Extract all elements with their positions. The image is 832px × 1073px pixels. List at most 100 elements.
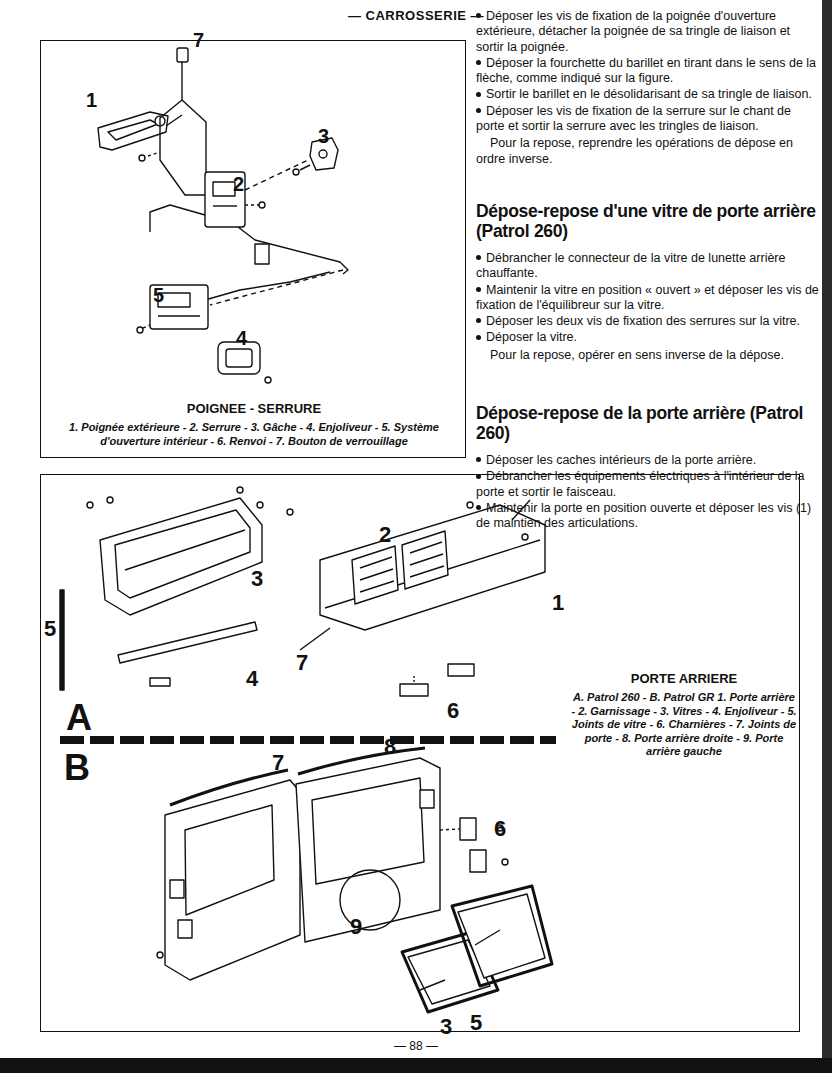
body-text: Déposer la fourchette du barillet en tir… [476, 56, 816, 85]
drawing-part [480, 736, 504, 744]
drawing-part [470, 850, 486, 872]
drawing-part [148, 152, 160, 156]
drawing-part [450, 736, 474, 744]
page-title: — CARROSSERIE — [0, 8, 832, 23]
drawing-part [150, 205, 205, 232]
drawing-part [440, 829, 460, 830]
callout-number: A [66, 700, 92, 736]
drawing-part [180, 736, 204, 744]
drawing-part [300, 165, 310, 170]
drawing-part [522, 534, 528, 540]
body-text: Pour la repose, opérer en sens inverse d… [490, 348, 784, 362]
drawing-part [352, 546, 398, 604]
bullet [476, 505, 481, 510]
rear-doors-drawing [157, 748, 552, 1012]
bullet [476, 335, 481, 340]
body-text: Déposer les vis de fixation de la serrur… [476, 104, 791, 133]
drawing-part [137, 327, 143, 333]
callout-number: 3 [251, 568, 263, 590]
callout-number: 2 [233, 174, 244, 194]
drawing-part [60, 736, 84, 744]
drawing-part [240, 736, 264, 744]
instruction-text: Déposer les vis de fixation de la serrur… [476, 104, 820, 135]
instruction-text: Maintenir la vitre en position « ouvert … [476, 283, 820, 314]
drawing-part [475, 930, 500, 945]
drawing-part [265, 377, 271, 383]
drawing-part [125, 530, 245, 570]
callout-number: 6 [494, 818, 506, 840]
callout-number: 1 [86, 90, 97, 110]
drawing-part [205, 172, 245, 227]
drawing-part [226, 349, 252, 367]
drawing-part [458, 894, 545, 978]
drawing-part [510, 736, 534, 744]
drawing-part [213, 205, 237, 206]
bullet [476, 108, 481, 113]
callout-number: 5 [44, 618, 56, 640]
section-heading: Dépose-repose d'une vitre de porte arriè… [476, 201, 820, 241]
body-text: Déposer les deux vis de fixation des ser… [486, 314, 800, 328]
drawing-part [467, 502, 473, 508]
drawing-part [245, 160, 308, 190]
drawing-part [210, 270, 343, 305]
drawing-part [420, 790, 434, 808]
drawing-part [107, 497, 113, 503]
caption-body: 1. Poignée extérieure - 2. Serrure - 3. … [49, 421, 459, 448]
drawing-part [170, 770, 288, 805]
drawing-part [120, 736, 144, 744]
drawing-part [150, 678, 170, 686]
drawing-part [157, 952, 163, 958]
drawing-part [330, 736, 354, 744]
body-text: Maintenir la porte en position ouverte e… [476, 501, 811, 530]
bullet [476, 318, 481, 323]
figure-caption: PORTE ARRIEREA. Patrol 260 - B. Patrol G… [571, 671, 797, 759]
drawing-part [319, 150, 327, 158]
caption-heading: POIGNEE - SERRURE [49, 401, 459, 417]
bullet [476, 60, 481, 65]
bullet [476, 287, 481, 292]
instruction-text: Déposer les caches intérieurs de la port… [476, 453, 820, 468]
drawing-part [340, 870, 400, 930]
drawing-part [210, 736, 234, 744]
drawing-part [100, 498, 262, 615]
drawing-part [143, 325, 150, 328]
body-text: Pour la repose, reprendre les opérations… [476, 136, 793, 165]
instruction-text: Débrancher le connecteur de la vitre de … [476, 251, 820, 282]
drawing-part [158, 315, 200, 316]
drawing-part [150, 285, 208, 329]
body-text: Déposer la vitre. [486, 330, 577, 344]
scan-edge [822, 0, 832, 1073]
instruction-text: Déposer la fourchette du barillet en tir… [476, 56, 820, 87]
drawing-part [259, 202, 265, 208]
callout-number: 4 [236, 328, 247, 348]
drawing-part [108, 120, 158, 140]
body-text: Maintenir la vitre en position « ouvert … [476, 283, 819, 312]
instruction-text: Pour la repose, opérer en sens inverse d… [476, 348, 820, 363]
page-number: — 88 — [0, 1040, 832, 1052]
callout-number: 7 [193, 30, 204, 50]
callout-number: 2 [379, 524, 391, 546]
drawing-part [502, 859, 508, 865]
drawing-part [410, 566, 444, 577]
callout-number: 7 [296, 652, 308, 674]
figure-frame: POIGNEE - SERRURE 1. Poignée extérieure -… [40, 40, 466, 458]
text-column: Déposer les vis de fixation de la poigné… [476, 8, 820, 532]
figure-caption: POIGNEE - SERRURE 1. Poignée extérieure -… [49, 401, 459, 448]
drawing-part [420, 736, 444, 744]
scan-edge [0, 1058, 832, 1073]
door-handle-lock-drawing [98, 48, 348, 383]
drawing-part [160, 100, 205, 195]
drawing-part [98, 112, 168, 150]
callout-number: 3 [318, 126, 329, 146]
callout-number: 6 [447, 700, 459, 722]
drawing-part [312, 778, 424, 884]
drawing-part [402, 531, 448, 589]
drawing-part [448, 664, 474, 676]
drawing-part [420, 980, 445, 990]
drawing-part [540, 736, 556, 744]
bullet [476, 255, 481, 260]
instruction-text: Pour la repose, reprendre les opérations… [476, 136, 820, 167]
heading-text: Dépose-repose de la porte arrière (Patro… [476, 403, 803, 443]
drawing-part [245, 204, 259, 205]
